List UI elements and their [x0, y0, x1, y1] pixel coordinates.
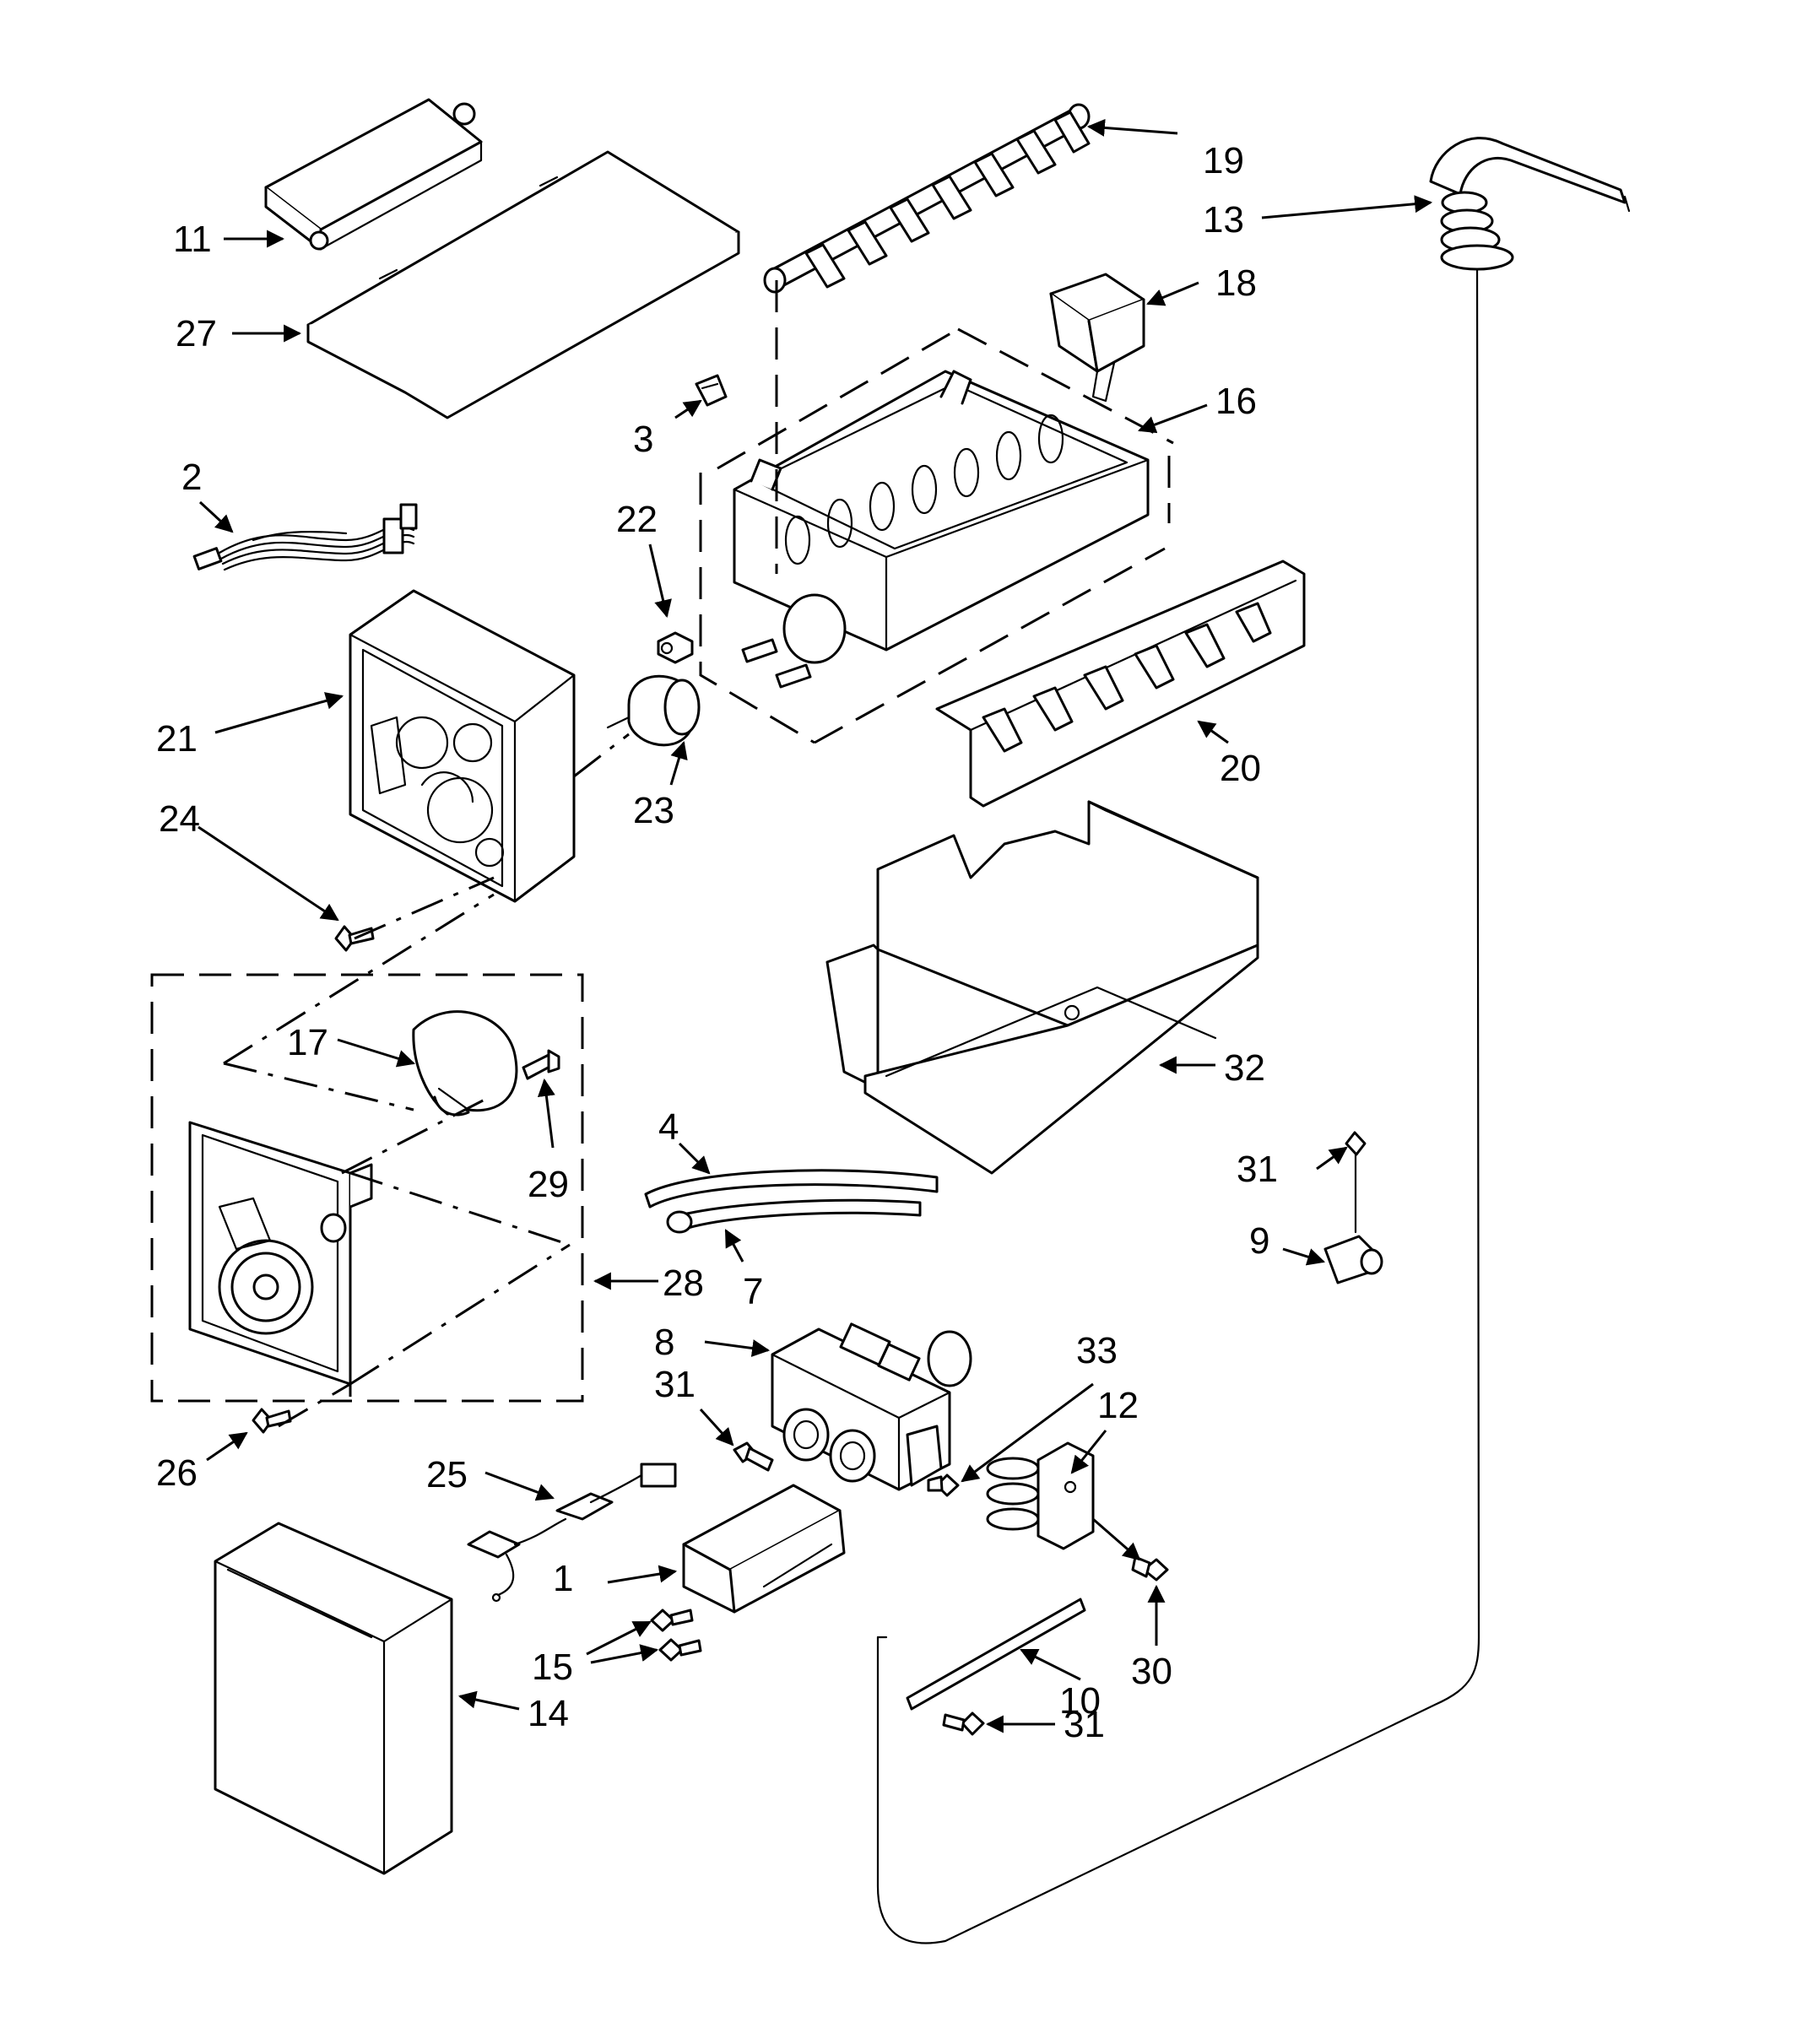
callout-17: 17: [287, 1022, 328, 1063]
callout-8: 8: [654, 1322, 674, 1363]
part-13-fill-tube: [876, 137, 1631, 1944]
part-2-wire-harness: [192, 503, 418, 571]
part-26-screw: [252, 1408, 292, 1434]
part-29-screw: [522, 1049, 560, 1080]
callout-25: 25: [426, 1454, 468, 1495]
callout-15: 15: [532, 1647, 573, 1688]
part-16-ice-mold: [733, 370, 1150, 689]
part-15-screws: [650, 1609, 702, 1662]
part-21-control-housing: [349, 589, 576, 903]
callout-11: 11: [173, 219, 212, 260]
callout-12: 12: [1097, 1385, 1139, 1426]
part-14-front-cover: [214, 1522, 453, 1875]
alignment-lines: [223, 280, 1174, 1428]
callout-31-valve: 31: [654, 1364, 696, 1405]
part-10-heater: [906, 1598, 1086, 1711]
part-28-motor-assembly-box: [150, 973, 584, 1403]
part-30-screw: [1131, 1555, 1169, 1582]
part-27-cover: [306, 150, 740, 419]
callout-29: 29: [528, 1164, 569, 1205]
callout-31-heater: 31: [1064, 1704, 1105, 1745]
part-20-stripper: [935, 560, 1306, 808]
callout-26: 26: [156, 1452, 198, 1494]
part-23-shaft-coupler: [606, 674, 701, 747]
callout-32: 32: [1224, 1047, 1265, 1089]
part-18-fill-cup: [1049, 273, 1145, 403]
callout-labels: 11 27 3 2 22 21 23 24 19 13 18 16 20 32 …: [156, 140, 1278, 1745]
part-1-bracket: [682, 1484, 846, 1614]
part-3-clip: [695, 374, 728, 407]
callout-7: 7: [743, 1271, 763, 1312]
part-22-clip: [657, 631, 694, 664]
part-31-screw-clamp: [1345, 1131, 1367, 1234]
callout-31-clamp: 31: [1237, 1149, 1278, 1190]
part-17-motor: [412, 1010, 518, 1117]
part-4-tube: [644, 1169, 939, 1209]
callout-30: 30: [1131, 1651, 1172, 1692]
callout-13: 13: [1203, 199, 1244, 241]
part-32-shelf: [825, 800, 1259, 1175]
part-9-clamp: [1323, 1235, 1383, 1284]
callout-22: 22: [616, 499, 658, 540]
callout-4: 4: [658, 1106, 679, 1148]
callout-10: 10: [1059, 1680, 1101, 1722]
part-28-module: [188, 1121, 373, 1386]
callout-20: 20: [1220, 748, 1261, 789]
part-12-clip: [986, 1441, 1095, 1550]
callout-2: 2: [181, 457, 202, 498]
part-7-tube: [666, 1198, 922, 1234]
part-19-ejector: [763, 103, 1091, 294]
callout-9: 9: [1249, 1220, 1269, 1262]
part-31-screw-valve: [733, 1441, 774, 1472]
callout-24: 24: [159, 798, 200, 840]
callout-23: 23: [633, 790, 674, 831]
part-11-bracket: [264, 98, 483, 251]
part-31-screw-heater: [942, 1711, 985, 1736]
callout-1: 1: [553, 1558, 573, 1599]
callout-14: 14: [528, 1693, 569, 1734]
callout-27: 27: [176, 313, 217, 354]
callout-leaders: [198, 118, 1433, 1733]
part-33-screw: [927, 1474, 960, 1497]
part-25-wiring: [467, 1463, 677, 1603]
callout-19: 19: [1203, 140, 1244, 181]
callout-3: 3: [633, 419, 653, 460]
callout-21: 21: [156, 718, 198, 760]
callout-16: 16: [1215, 381, 1257, 422]
part-8-water-valve: [771, 1322, 972, 1491]
callout-28: 28: [663, 1263, 704, 1304]
callout-33: 33: [1076, 1330, 1118, 1371]
callout-18: 18: [1215, 262, 1257, 304]
